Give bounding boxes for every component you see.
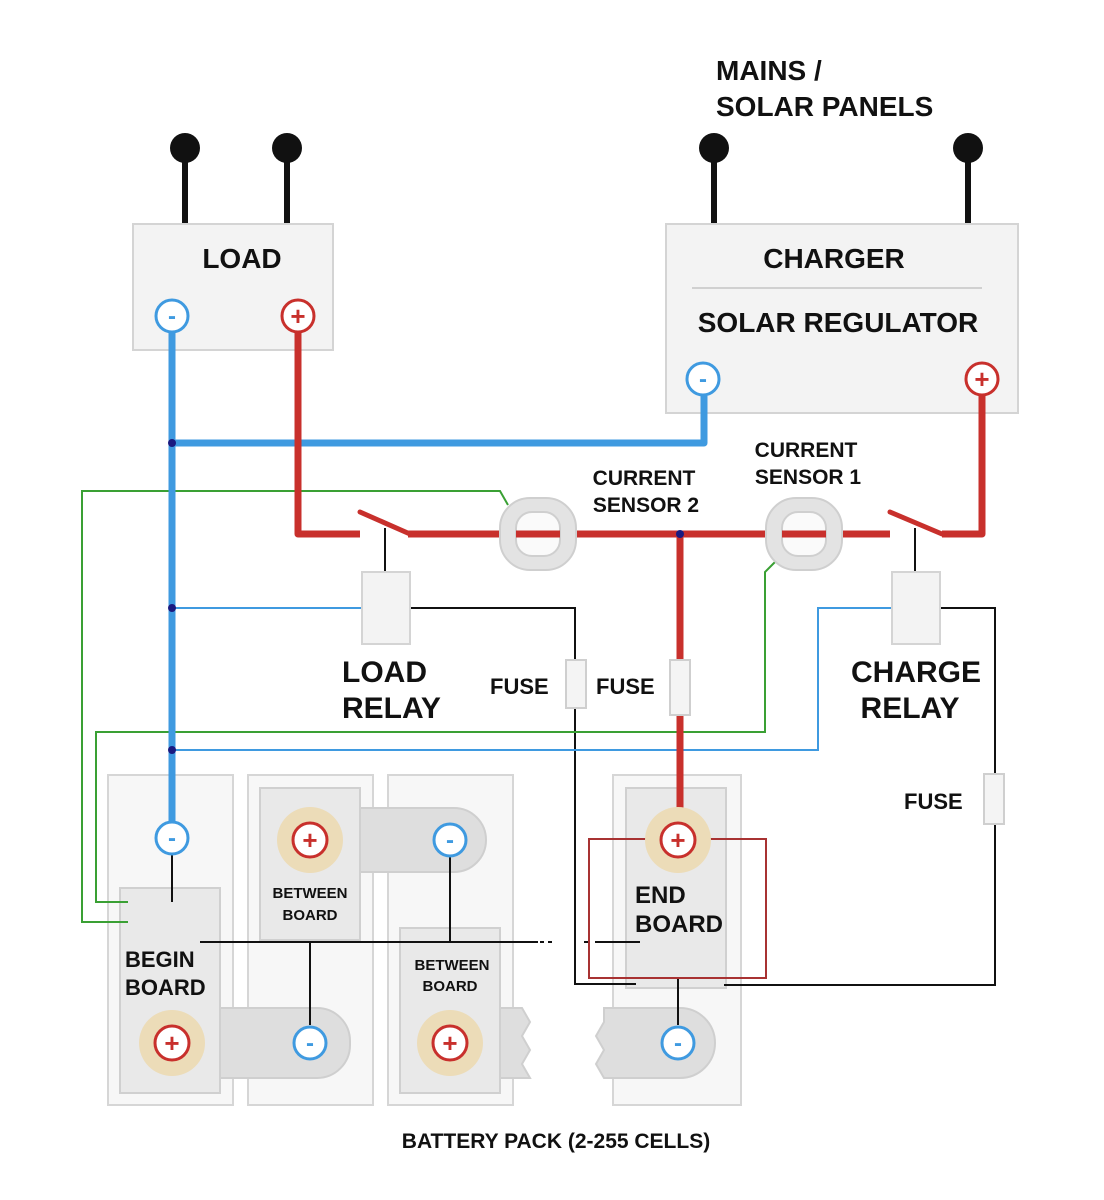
mains-input-posts — [699, 133, 983, 224]
minus-symbol: - — [446, 827, 454, 854]
current-sensor-1 — [765, 497, 843, 571]
between-board-1-label-line2: BOARD — [283, 907, 338, 924]
charger-box — [665, 223, 1019, 414]
load-positive-terminal: + — [280, 298, 316, 334]
minus-symbol: - — [168, 825, 176, 852]
current-sensor-2-label-line2: SENSOR 2 — [593, 494, 699, 517]
current-sensor-1-label-line2: SENSOR 1 — [755, 466, 862, 489]
between-board-2-positive-terminal: + — [417, 1010, 483, 1076]
begin-board-positive-terminal: + — [139, 1010, 205, 1076]
fuse-end-board — [669, 659, 691, 716]
bottom-link-strap-3-broken — [594, 1007, 716, 1079]
charger-negative-terminal: - — [685, 361, 721, 397]
mains-label-line1: MAINS / — [716, 55, 822, 86]
solar-regulator-label: SOLAR REGULATOR — [698, 307, 979, 338]
negative-bus — [168, 316, 708, 822]
end-cell-negative-terminal: - — [660, 1025, 696, 1061]
begin-board-label-line2: BOARD — [125, 975, 206, 1000]
fuse-charge-relay — [983, 773, 1005, 825]
end-board-label-line1: END — [635, 882, 686, 909]
fuse-load-relay — [565, 659, 587, 709]
charger-label: CHARGER — [763, 243, 905, 274]
minus-symbol: - — [306, 1030, 314, 1057]
plus-symbol: + — [302, 825, 317, 855]
minus-symbol: - — [699, 366, 707, 393]
between-board-1-label-line1: BETWEEN — [273, 885, 348, 902]
top-strap-negative-terminal: - — [432, 822, 468, 858]
battery-pack-caption: BATTERY PACK (2-255 CELLS) — [402, 1130, 710, 1153]
relay-negative-wires — [172, 607, 892, 751]
relay-switch-blades — [357, 509, 945, 537]
begin-board-negative-terminal: - — [154, 820, 190, 856]
load-relay-label-line1: LOAD — [342, 656, 427, 689]
load-input-posts — [170, 133, 302, 224]
fuse-label-3: FUSE — [904, 789, 963, 814]
plus-symbol: + — [670, 825, 685, 855]
between-board-2-label-line1: BETWEEN — [415, 957, 490, 974]
charger-positive-terminal: + — [964, 361, 1000, 397]
minus-symbol: - — [168, 303, 176, 330]
charge-relay-label-line1: CHARGE — [851, 656, 981, 689]
between-board-1-positive-terminal: + — [277, 807, 343, 873]
charge-relay-coil — [891, 571, 941, 645]
junction-dots — [168, 439, 684, 754]
plus-symbol: + — [974, 364, 989, 394]
plus-symbol: + — [164, 1028, 179, 1058]
bottom-strap-negative-terminal: - — [292, 1025, 328, 1061]
fuse-label-2: FUSE — [596, 674, 655, 699]
load-negative-terminal: - — [154, 298, 190, 334]
minus-symbol: - — [674, 1030, 682, 1057]
current-sensor-2 — [499, 497, 577, 571]
plus-symbol: + — [290, 301, 305, 331]
sense-wires — [81, 490, 776, 923]
end-board-positive-terminal: + — [645, 807, 711, 873]
plus-symbol: + — [442, 1028, 457, 1058]
fuse-label-1: FUSE — [490, 674, 549, 699]
between-board-2-label-line2: BOARD — [423, 978, 478, 995]
load-relay-label-line2: RELAY — [342, 692, 441, 725]
current-sensor-2-label-line1: CURRENT — [593, 467, 696, 490]
charge-relay-label-line2: RELAY — [861, 692, 960, 725]
load-relay-coil — [361, 571, 411, 645]
end-board-label-line2: BOARD — [635, 911, 723, 938]
load-label: LOAD — [202, 243, 281, 274]
begin-board-label-line1: BEGIN — [125, 947, 195, 972]
current-sensor-1-label-line1: CURRENT — [755, 439, 858, 462]
mains-label-line2: SOLAR PANELS — [716, 91, 933, 122]
